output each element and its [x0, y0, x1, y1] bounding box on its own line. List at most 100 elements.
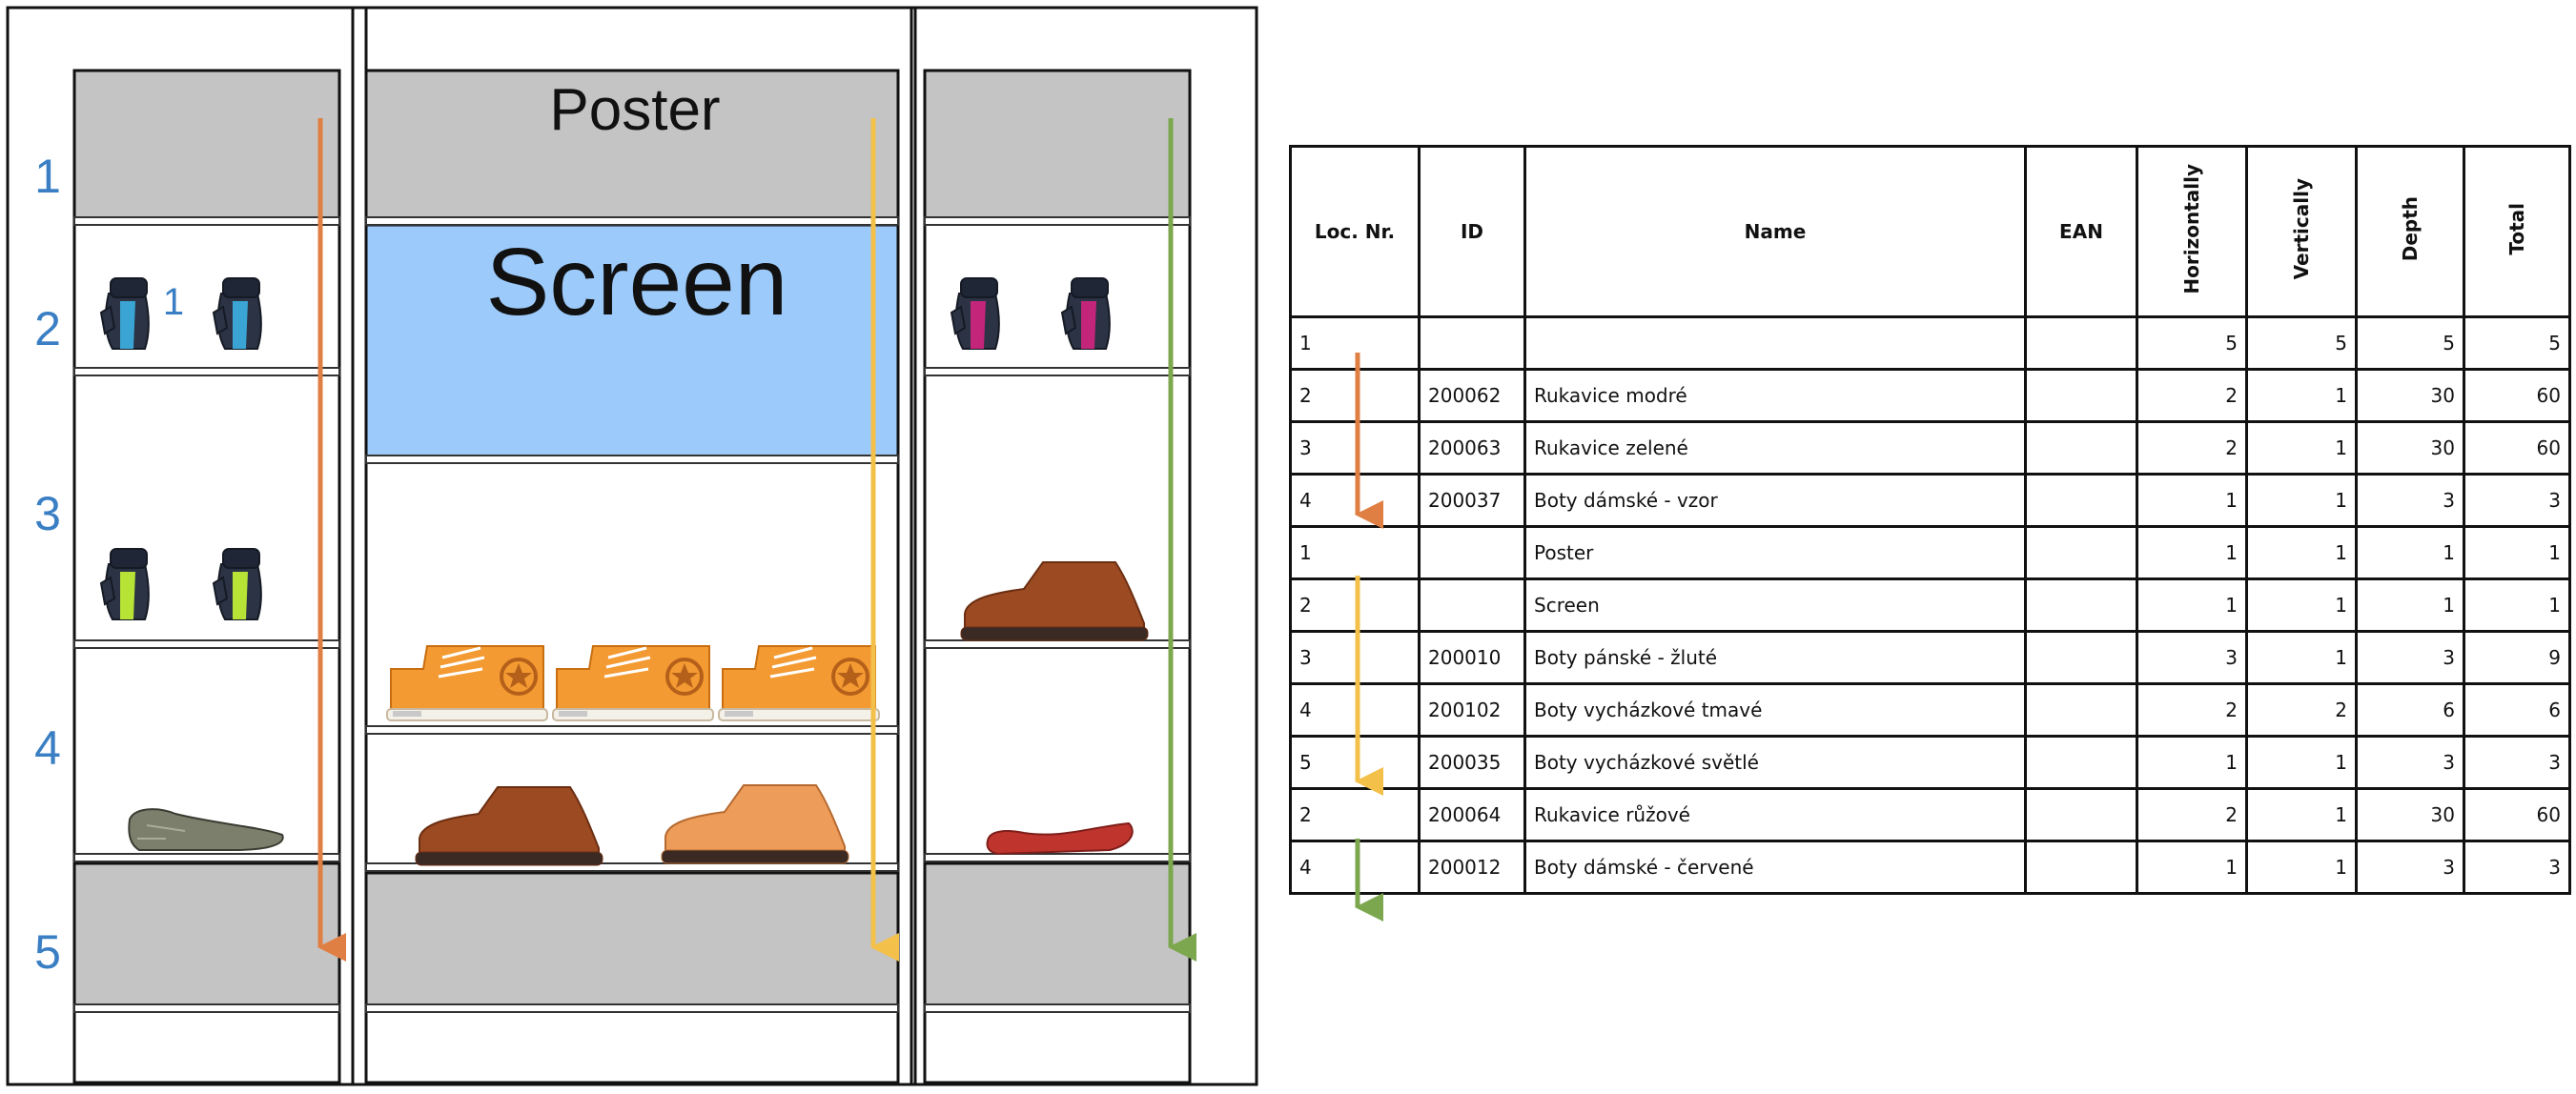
shelf-number-3: 3: [34, 487, 61, 540]
cell-name: Boty dámské - vzor: [1523, 473, 2027, 528]
cell-total: 1: [2463, 577, 2571, 633]
cell-vertically: 1: [2245, 840, 2358, 895]
middle-column: [364, 69, 900, 1084]
cell-vertically: 1: [2245, 420, 2358, 476]
cell-depth: 1: [2355, 577, 2465, 633]
cell-id: 200035: [1418, 735, 1526, 790]
cell-total: 3: [2463, 840, 2571, 895]
cell-depth: 1: [2355, 525, 2465, 580]
cell-loc: 4: [1289, 682, 1421, 738]
cell-horizontally: 2: [2136, 787, 2248, 842]
col-vertically: Vertically: [2245, 145, 2358, 318]
cell-ean: [2024, 682, 2138, 738]
table-row: 2 200062 Rukavice modré 2 1 30 60: [1289, 368, 2571, 423]
cell-vertically: 1: [2245, 787, 2358, 842]
cell-depth: 3: [2355, 473, 2465, 528]
cell-total: 60: [2463, 787, 2571, 842]
table-row: 4 200037 Boty dámské - vzor 1 1 3 3: [1289, 473, 2571, 528]
cell-total: 5: [2463, 315, 2571, 371]
cell-depth: 30: [2355, 368, 2465, 423]
cell-id: 200012: [1418, 840, 1526, 895]
cell-loc: 2: [1289, 577, 1421, 633]
cell-horizontally: 1: [2136, 525, 2248, 580]
cell-name: Boty dámské - červené: [1523, 840, 2027, 895]
col-total: Total: [2463, 145, 2571, 318]
col-id: ID: [1418, 145, 1526, 318]
cell-total: 9: [2463, 630, 2571, 685]
cell-loc: 2: [1289, 787, 1421, 842]
cell-total: 1: [2463, 525, 2571, 580]
cell-loc: 1: [1289, 315, 1421, 371]
cell-id: [1418, 577, 1526, 633]
shelf-number-4: 4: [34, 721, 61, 775]
col-loc-nr: Loc. Nr.: [1289, 145, 1421, 318]
glove-green-1: [100, 548, 150, 620]
cell-name: Boty pánské - žluté: [1523, 630, 2027, 685]
cell-horizontally: 1: [2136, 840, 2248, 895]
cell-loc: 2: [1289, 368, 1421, 423]
table-row: 1 5 5 5 5: [1289, 315, 2571, 371]
table-row: 3 200063 Rukavice zelené 2 1 30 60: [1289, 420, 2571, 476]
cell-vertically: 1: [2245, 735, 2358, 790]
cell-ean: [2024, 735, 2138, 790]
col-ean: EAN: [2024, 145, 2138, 318]
cell-ean: [2024, 787, 2138, 842]
shelf-number-labels: 1 2 3 4 5: [34, 150, 61, 979]
cell-depth: 6: [2355, 682, 2465, 738]
cell-name: Boty vycházkové světlé: [1523, 735, 2027, 790]
screen-label: Screen: [486, 229, 788, 335]
cell-depth: 3: [2355, 735, 2465, 790]
glove-pink-2: [1061, 277, 1111, 350]
ladies-shoe-red: [986, 821, 1134, 856]
cell-vertically: 1: [2245, 473, 2358, 528]
cell-vertically: 5: [2245, 315, 2358, 371]
table-row: 2 200064 Rukavice růžové 2 1 30 60: [1289, 787, 2571, 842]
cell-total: 3: [2463, 735, 2571, 790]
cell-vertically: 2: [2245, 682, 2358, 738]
cell-name: Rukavice růžové: [1523, 787, 2027, 842]
cell-ean: [2024, 473, 2138, 528]
cell-loc: 4: [1289, 473, 1421, 528]
poster-label: Poster: [549, 77, 720, 143]
cell-vertically: 1: [2245, 368, 2358, 423]
cell-name: Screen: [1523, 577, 2027, 633]
cell-id: [1418, 315, 1526, 371]
cell-vertically: 1: [2245, 525, 2358, 580]
cell-total: 3: [2463, 473, 2571, 528]
cell-ean: [2024, 368, 2138, 423]
cell-ean: [2024, 840, 2138, 895]
left-top-panel: [72, 69, 341, 221]
cell-horizontally: 2: [2136, 368, 2248, 423]
screen-panel: [364, 223, 900, 459]
cell-ean: [2024, 525, 2138, 580]
table-header-row: Loc. Nr. ID Name EAN Horizontally Vertic…: [1289, 145, 2571, 318]
table-row: 1 Poster 1 1 1 1: [1289, 525, 2571, 580]
cell-total: 60: [2463, 420, 2571, 476]
cell-horizontally: 1: [2136, 577, 2248, 633]
cell-id: 200037: [1418, 473, 1526, 528]
cell-horizontally: 2: [2136, 420, 2248, 476]
cell-depth: 3: [2355, 840, 2465, 895]
cell-id: 200062: [1418, 368, 1526, 423]
cell-id: [1418, 525, 1526, 580]
table-row: 3 200010 Boty pánské - žluté 3 1 3 9: [1289, 630, 2571, 685]
cell-name: [1523, 315, 2027, 371]
cell-depth: 3: [2355, 630, 2465, 685]
cell-id: 200063: [1418, 420, 1526, 476]
cell-loc: 3: [1289, 420, 1421, 476]
cell-name: Poster: [1523, 525, 2027, 580]
cell-depth: 30: [2355, 420, 2465, 476]
cell-ean: [2024, 315, 2138, 371]
cell-id: 200010: [1418, 630, 1526, 685]
left-bottom-panel: [72, 861, 341, 1012]
poster-panel: [364, 69, 900, 221]
middle-bottom-panel: [364, 871, 900, 1012]
cell-loc: 5: [1289, 735, 1421, 790]
shelf-number-5: 5: [34, 925, 61, 979]
cell-horizontally: 1: [2136, 735, 2248, 790]
table-row: 5 200035 Boty vycházkové světlé 1 1 3 3: [1289, 735, 2571, 790]
cell-total: 6: [2463, 682, 2571, 738]
glove-pink-1: [951, 277, 1000, 350]
glove-green-2: [213, 548, 262, 620]
